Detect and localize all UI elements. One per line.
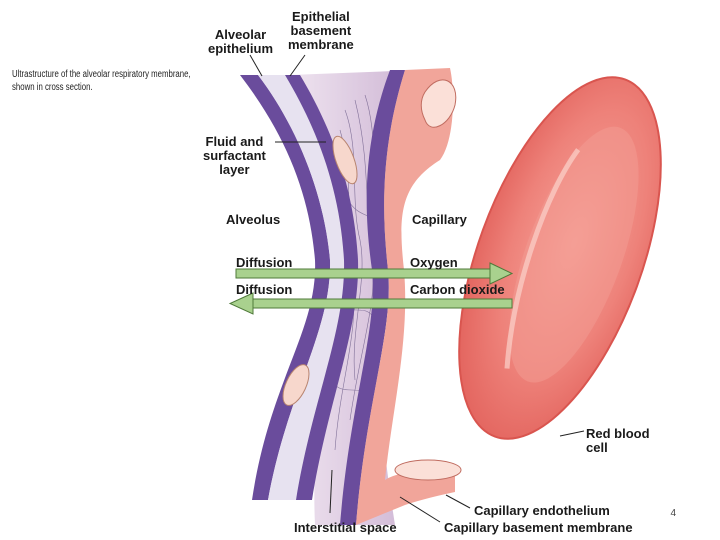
label-interstitial-space: Interstitial space [294,520,397,535]
epithelial-nucleus-upper [332,135,358,185]
epithelial-nucleus-lower [282,364,310,406]
fluid-surfactant-layer [258,75,345,500]
label-diffusion-top: Diffusion [236,255,293,270]
oxygen-diffusion-arrow [235,262,514,285]
label-oxygen: Oxygen [410,255,458,270]
label-epithelial-basement-membrane: Epithelial basement membrane [288,9,354,52]
figure-caption: Ultrastructure of the alveolar respirato… [12,69,191,93]
capillary-basement-membrane [340,70,405,525]
label-alveolus: Alveolus [226,212,281,227]
page-number: 4 [670,508,676,519]
capillary-endothelium [356,68,455,525]
label-capillary: Capillary [412,212,467,227]
leader-lines [249,54,585,523]
label-capillary-endothelium: Capillary endothelium [474,503,610,518]
endothelial-nucleus-lower [394,459,462,481]
label-fluid-surfactant-layer: Fluid and surfactant layer [203,134,266,177]
label-alveolar-epithelium: Alveolar epithelium [208,27,274,56]
label-red-blood-cell: Red blood cell [586,426,650,455]
label-carbon-dioxide: Carbon dioxide [410,282,505,297]
label-capillary-basement-membrane: Capillary basement membrane [444,520,633,535]
label-diffusion-bottom: Diffusion [236,282,293,297]
alveolar-epithelium [240,75,331,500]
red-blood-cell [458,76,662,440]
epithelial-basement-membrane [285,75,359,500]
co2-diffusion-arrow [228,292,513,315]
endothelial-nucleus [420,79,457,128]
